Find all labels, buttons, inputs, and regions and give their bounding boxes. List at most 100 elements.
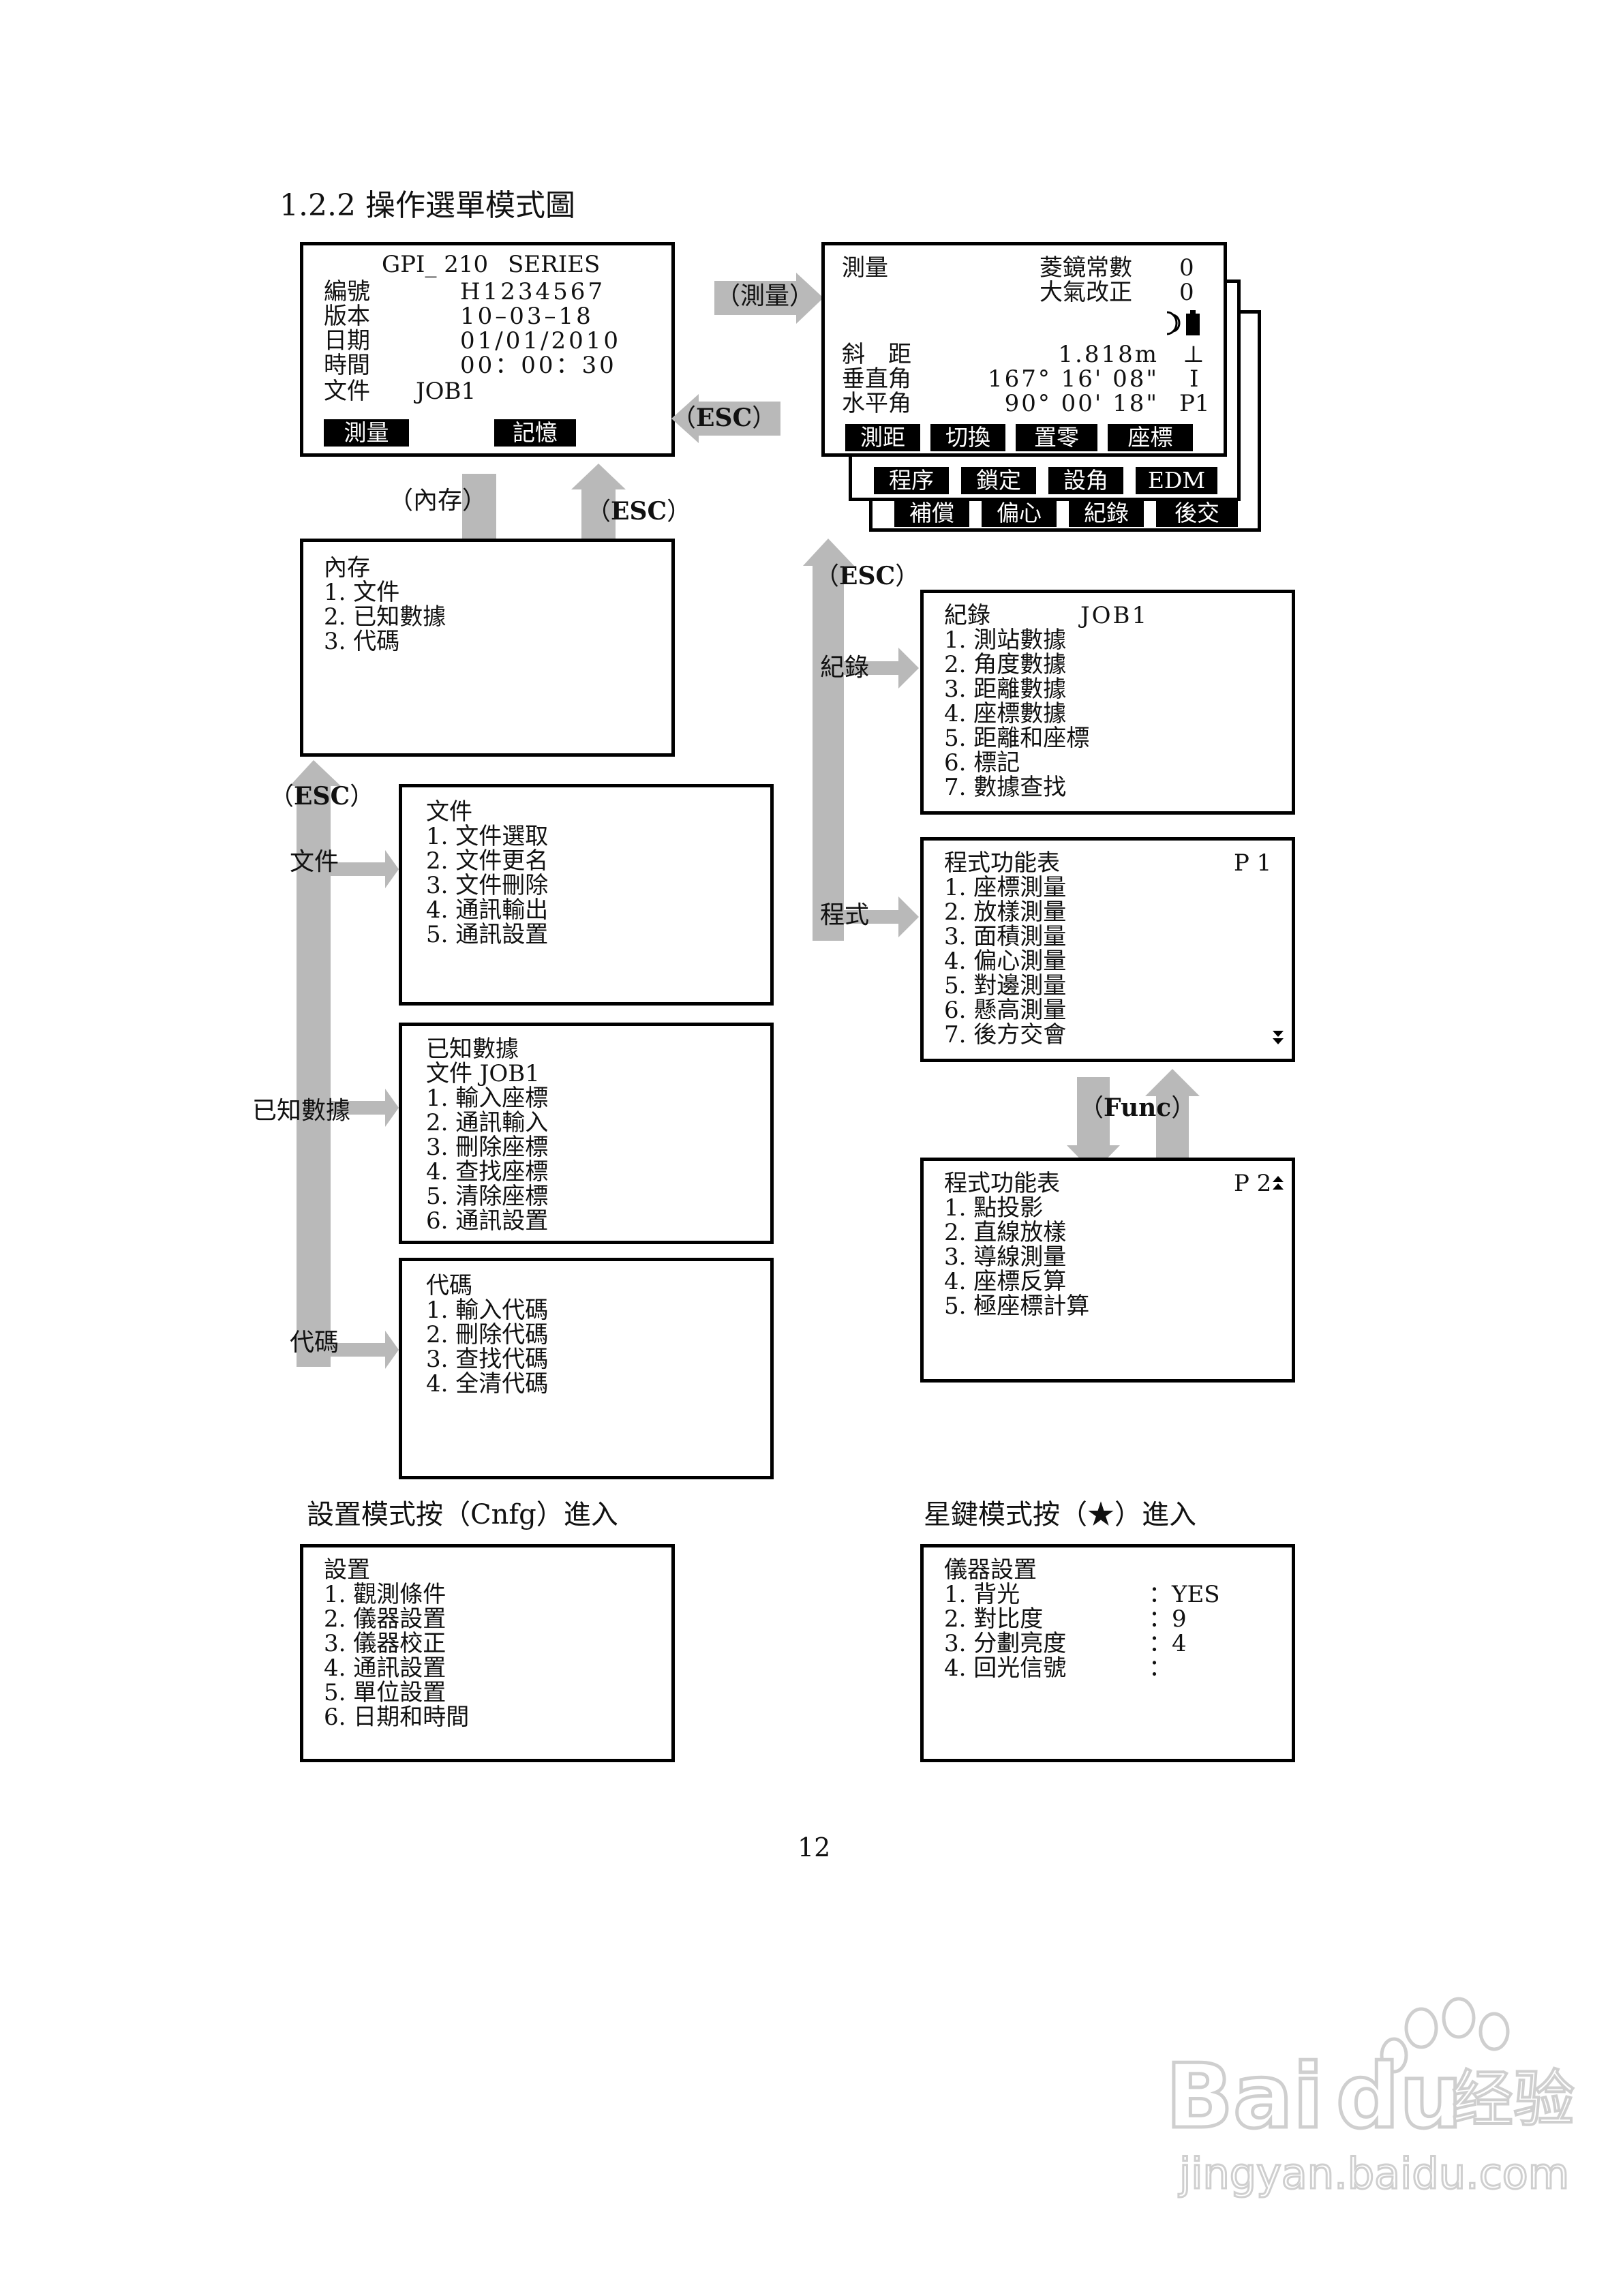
program-item-area[interactable]: 3. 面積測量 — [944, 923, 1067, 950]
softkey-memory[interactable]: 記憶 — [494, 419, 576, 447]
softkey-compensation[interactable]: 補償 — [894, 500, 969, 527]
file-item-delete[interactable]: 3. 文件刪除 — [426, 872, 549, 899]
known-item-input-coord[interactable]: 1. 輸入座標 — [426, 1085, 549, 1112]
record-item-station[interactable]: 1. 測站數據 — [944, 626, 1067, 654]
prism-mark-icon: ⊥ — [1183, 341, 1204, 368]
star-screen: 儀器設置 1. 背光 ：YES 2. 對比度 ：9 3. 分劃亮度 ：4 4. … — [920, 1544, 1295, 1762]
slope-dist-value: 1.818m — [1058, 341, 1159, 368]
file-item-comm-output[interactable]: 4. 通訊輸出 — [426, 896, 549, 924]
atmos-corr-value: 0 — [1179, 279, 1194, 306]
known-item-delete-coord[interactable]: 3. 刪除座標 — [426, 1134, 549, 1161]
softkey-switch[interactable]: 切換 — [930, 424, 1005, 451]
memory-item-code[interactable]: 3. 代碼 — [324, 628, 400, 655]
softkey-record[interactable]: 紀錄 — [1069, 500, 1144, 527]
program-item-inverse[interactable]: 4. 座標反算 — [944, 1268, 1067, 1295]
softkey-resection[interactable]: 後交 — [1156, 500, 1238, 527]
memory-item-file[interactable]: 1. 文件 — [324, 579, 400, 606]
memory-arrow-text: 內存 — [413, 487, 463, 515]
program-item-line-stakeout[interactable]: 2. 直線放樣 — [944, 1219, 1067, 1246]
serial-value: H1234567 — [460, 278, 606, 305]
softkey-program[interactable]: 程序 — [874, 467, 949, 494]
record-item-search[interactable]: 7. 數據查找 — [944, 774, 1067, 801]
known-item-comm-input[interactable]: 2. 通訊輸入 — [426, 1109, 549, 1136]
softkey-edm[interactable]: EDM — [1136, 467, 1217, 494]
record-item-coordinate[interactable]: 4. 座標數據 — [944, 700, 1067, 727]
known-branch-label: 已知數據 — [252, 1097, 351, 1125]
program-item-coord-measure[interactable]: 1. 座標測量 — [944, 874, 1067, 901]
softkey-measure[interactable]: 測量 — [324, 419, 409, 447]
code-branch-label: 代碼 — [290, 1329, 339, 1357]
star-title: 儀器設置 — [944, 1556, 1037, 1584]
program-item-resection[interactable]: 7. 後方交會 — [944, 1021, 1067, 1048]
known-subtitle: 文件 JOB1 — [426, 1060, 540, 1087]
softkey-coordinate[interactable]: 座標 — [1108, 424, 1193, 451]
code-item-input[interactable]: 1. 輸入代碼 — [426, 1297, 549, 1324]
memory-item-known-data[interactable]: 2. 已知數據 — [324, 603, 446, 631]
program-p2-page: P 2 — [1234, 1170, 1272, 1197]
record-item-note[interactable]: 6. 標記 — [944, 749, 1020, 776]
esc-main-text: ESC — [696, 404, 753, 432]
prism-const-label: 菱鏡常數 — [1040, 254, 1132, 282]
time-value: 00：00：30 — [460, 352, 617, 379]
softkey-lock[interactable]: 鎖定 — [961, 467, 1036, 494]
memory-arrow-label: （內存） — [389, 487, 487, 515]
arrow-left-esc — [671, 394, 780, 443]
measure-title: 測量 — [842, 254, 888, 282]
file-value: JOB1 — [416, 378, 476, 405]
record-screen: 紀錄 JOB1 1. 測站數據 2. 角度數據 3. 距離數據 4. 座標數據 … — [920, 590, 1295, 815]
star-contrast-value[interactable]: ：9 — [1149, 1605, 1187, 1633]
time-label: 時間 — [324, 352, 370, 379]
program-item-offset[interactable]: 4. 偏心測量 — [944, 948, 1067, 975]
config-item-observation[interactable]: 1. 觀測條件 — [324, 1581, 446, 1608]
left-branch-arrows — [290, 760, 399, 1369]
program-p1-title: 程式功能表 — [944, 849, 1060, 877]
config-item-calibration[interactable]: 3. 儀器校正 — [324, 1630, 446, 1657]
softkey-set-angle[interactable]: 設角 — [1048, 467, 1123, 494]
code-item-delete[interactable]: 2. 刪除代碼 — [426, 1321, 549, 1348]
file-item-rename[interactable]: 2. 文件更名 — [426, 847, 549, 875]
horizontal-angle-value: 90° 00' 18" — [1004, 390, 1159, 417]
svg-text:Bai: Bai — [1166, 2044, 1323, 2148]
file-branch-label: 文件 — [290, 848, 339, 876]
date-label: 日期 — [324, 327, 370, 354]
arrow-right-measure — [714, 273, 823, 324]
file-label: 文件 — [324, 378, 370, 405]
svg-text:du: du — [1336, 2044, 1463, 2148]
program-item-polar[interactable]: 5. 極座標計算 — [944, 1293, 1090, 1320]
svg-text:jingyan.baidu.com: jingyan.baidu.com — [1178, 2149, 1569, 2199]
file-screen: 文件 1. 文件選取 2. 文件更名 3. 文件刪除 4. 通訊輸出 5. 通訊… — [399, 784, 774, 1006]
config-item-instrument[interactable]: 2. 儀器設置 — [324, 1605, 446, 1633]
program-item-point-projection[interactable]: 1. 點投影 — [944, 1194, 1044, 1222]
config-item-units[interactable]: 5. 單位設置 — [324, 1679, 446, 1706]
known-item-find-coord[interactable]: 4. 查找座標 — [426, 1158, 549, 1185]
atmos-corr-label: 大氣改正 — [1040, 279, 1132, 306]
file-item-select[interactable]: 1. 文件選取 — [426, 823, 549, 850]
record-item-distance[interactable]: 3. 距離數據 — [944, 676, 1067, 703]
config-screen: 設置 1. 觀測條件 2. 儀器設置 3. 儀器校正 4. 通訊設置 5. 單位… — [300, 1544, 675, 1762]
softkey-zero-set[interactable]: 置零 — [1016, 424, 1097, 451]
page-up-icon — [1273, 1176, 1284, 1190]
code-item-find[interactable]: 3. 查找代碼 — [426, 1346, 549, 1373]
known-item-comm-settings[interactable]: 6. 通訊設置 — [426, 1207, 549, 1235]
esc-memory-label: （ESC） — [586, 497, 692, 526]
record-item-dist-coord[interactable]: 5. 距離和座標 — [944, 725, 1090, 752]
right-branch-arrows — [803, 539, 919, 941]
program-item-traverse[interactable]: 3. 導線測量 — [944, 1243, 1067, 1271]
program-p1-page: P 1 — [1234, 849, 1272, 877]
softkey-distance[interactable]: 測距 — [845, 424, 920, 451]
config-item-comm[interactable]: 4. 通訊設置 — [324, 1655, 446, 1682]
config-item-datetime[interactable]: 6. 日期和時間 — [324, 1704, 470, 1731]
star-backlight-value[interactable]: ：YES — [1149, 1581, 1220, 1608]
program-item-missing-line[interactable]: 5. 對邊測量 — [944, 972, 1067, 999]
record-item-angle[interactable]: 2. 角度數據 — [944, 651, 1067, 678]
slope-dist-label: 斜 距 — [842, 341, 911, 368]
code-item-clear-all[interactable]: 4. 全清代碼 — [426, 1370, 549, 1398]
star-reticle-value[interactable]: ：4 — [1149, 1630, 1187, 1657]
program-item-stakeout[interactable]: 2. 放樣測量 — [944, 898, 1067, 926]
memory-screen: 內存 1. 文件 2. 已知數據 3. 代碼 — [300, 539, 675, 757]
known-item-clear-coord[interactable]: 5. 清除座標 — [426, 1183, 549, 1210]
softkey-offset[interactable]: 偏心 — [982, 500, 1057, 527]
file-item-comm-settings[interactable]: 5. 通訊設置 — [426, 921, 549, 948]
func-label: （Func） — [1079, 1093, 1196, 1122]
program-item-rem[interactable]: 6. 懸高測量 — [944, 997, 1067, 1024]
